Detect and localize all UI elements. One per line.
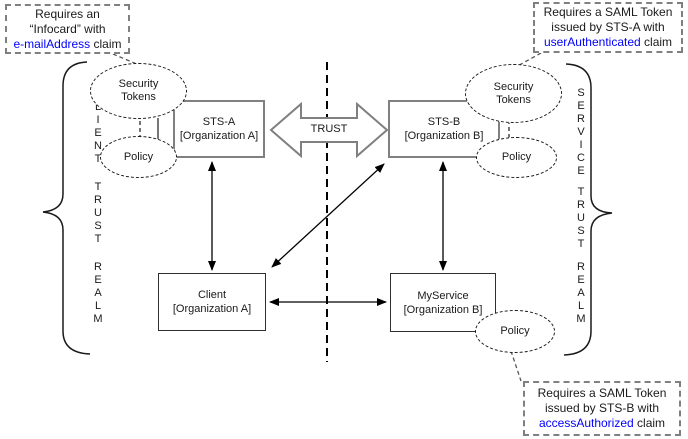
saml-b-claim-suffix: claim	[633, 416, 666, 430]
service-realm-word-service: S E R V I C E	[577, 87, 585, 177]
client-title: Client	[197, 289, 227, 301]
policy-ellipse-service: Policy	[475, 310, 555, 353]
saml-b-claim-callout: Requires a SAML Token issued by STS-B wi…	[523, 381, 681, 436]
saml-b-claim-text: accessAuthorized	[538, 416, 634, 430]
client-realm-word-trust: T R U S T	[94, 181, 102, 245]
saml-a-claim-callout: Requires a SAML Token issued by STS-A wi…	[533, 2, 683, 53]
sts-a-box: STS-A [Organization A]	[173, 100, 265, 158]
sts-b-title: STS-B	[427, 116, 461, 128]
security-tokens-ellipse-a: Security Tokens	[90, 63, 187, 119]
trust-double-block-arrow	[269, 101, 389, 159]
saml-a-claim-suffix: claim	[640, 35, 673, 49]
security-tokens-ellipse-b: Security Tokens	[465, 64, 562, 123]
infocard-claim-suffix: claim	[90, 36, 122, 51]
service-realm-word-realm: R E A L M	[576, 261, 586, 325]
saml-b-callout-tail	[510, 350, 522, 382]
infocard-claim-text: e-mailAddress	[13, 36, 91, 51]
saml-b-callout-line1: Requires a SAML Token	[537, 386, 667, 400]
infocard-claim-callout: Requires an “Infocard” with e-mailAddres…	[5, 4, 130, 54]
arrow-client-stsb-diagonal	[271, 163, 385, 268]
myservice-subtitle: [Organization B]	[403, 303, 483, 316]
client-realm-brace	[42, 61, 91, 355]
saml-a-callout-tail	[513, 52, 542, 69]
client-realm-word-realm: R E A L M	[93, 261, 103, 325]
service-realm-word-trust: T R U S T	[577, 186, 585, 250]
service-realm-brace	[563, 63, 613, 356]
sts-b-subtitle: [Organization B]	[404, 130, 484, 142]
saml-a-callout-line1: Requires a SAML Token	[543, 5, 673, 19]
saml-a-claim-text: userAuthenticated	[543, 35, 641, 49]
saml-b-callout-line3: accessAuthorized claim	[539, 416, 665, 431]
client-box: Client [Organization A]	[158, 273, 266, 331]
policy-ellipse-b: Policy	[476, 137, 557, 178]
sts-a-subtitle: [Organization A]	[179, 130, 259, 142]
myservice-title: MyService	[417, 289, 469, 302]
policy-ellipse-a: Policy	[100, 136, 177, 178]
saml-a-callout-line2: issued by STS-A with	[551, 20, 665, 34]
infocard-callout-line1: Requires an	[35, 6, 100, 21]
saml-b-callout-line2: issued by STS-B with	[544, 401, 660, 415]
saml-a-callout-line3: userAuthenticated claim	[544, 35, 672, 50]
infocard-callout-line2: “Infocard” with	[29, 21, 106, 36]
sts-a-title: STS-A	[202, 116, 236, 128]
trust-arrow-label: TRUST	[310, 123, 348, 135]
infocard-callout-line3: e-mailAddress claim	[13, 37, 121, 52]
client-subtitle: [Organization A]	[172, 303, 252, 315]
